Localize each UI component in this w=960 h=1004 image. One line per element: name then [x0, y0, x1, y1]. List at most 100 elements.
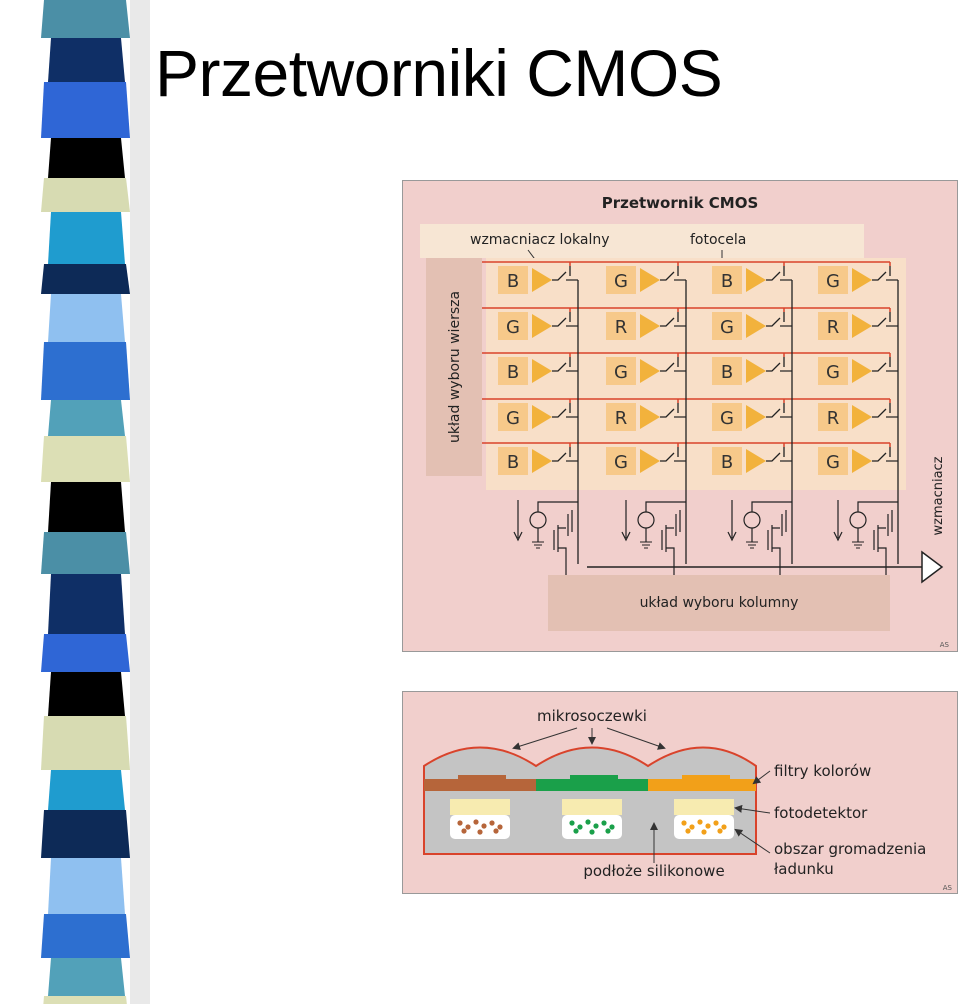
stripe-block [48, 770, 125, 810]
amplifier-triangle-icon [746, 359, 766, 383]
charge-particle [697, 819, 703, 825]
column-readout [513, 500, 898, 575]
source-wire [751, 501, 792, 512]
amplifier-triangle-icon [852, 268, 872, 292]
charge-particle [689, 824, 695, 830]
sensor-stack [423, 746, 757, 855]
color-pixel [606, 357, 636, 385]
photocell-label: fotocela [690, 232, 746, 248]
stripe-block [48, 482, 125, 532]
stripe-block [48, 672, 125, 716]
pixel-color-label: G [614, 271, 628, 292]
charge-particle [717, 828, 723, 834]
cross-section-credit: AS [943, 884, 953, 892]
switch-icon [872, 447, 891, 462]
switch-icon [660, 312, 679, 327]
stripe-block [48, 858, 125, 914]
color-pixel [498, 357, 528, 385]
pixel-color-label: G [720, 317, 734, 338]
charge-particle [577, 824, 583, 830]
pixel-color-label: B [507, 271, 519, 292]
charge-particle [477, 829, 483, 835]
amplifier-triangle-icon [532, 449, 552, 473]
charge-particle [593, 823, 599, 829]
row-select-block [426, 258, 482, 476]
charge-particle [585, 819, 591, 825]
microlenses-label: mikrosoczewki [537, 707, 647, 725]
stripe-block [48, 138, 125, 178]
amplifier-triangle-icon [640, 359, 660, 383]
stripe-block [41, 436, 130, 482]
color-filter-green [536, 779, 648, 791]
amplifier-triangle-icon [746, 314, 766, 338]
amplifier-triangle-icon [640, 314, 660, 338]
pixel-color-label: G [614, 362, 628, 383]
amplifier-label: wzmacniacz [931, 456, 946, 535]
charge-particle [589, 829, 595, 835]
ground-icon [532, 541, 544, 549]
amplifier-triangle-icon [746, 268, 766, 292]
charge-particle [685, 828, 691, 834]
amplifier-triangle-icon [532, 314, 552, 338]
stripe-block [48, 38, 125, 82]
charge-area-pointer [734, 828, 771, 854]
color-pixel [818, 312, 848, 340]
photodetector-3 [674, 799, 734, 815]
switch-icon [872, 312, 891, 327]
row-select-label: układ wyboru wiersza [447, 291, 463, 443]
photodetector-label: fotodetektor [774, 804, 868, 822]
stripe-block [48, 574, 125, 634]
color-filter-orange [648, 779, 756, 791]
sink-arrowhead [621, 531, 631, 542]
switch-icon [552, 403, 571, 418]
color-pixel [818, 447, 848, 475]
diagram-title: Przetwornik CMOS [602, 194, 759, 212]
decorative-stripe [0, 0, 150, 1004]
color-pixel [498, 312, 528, 340]
column-select-label: układ wyboru kolumny [640, 595, 799, 611]
stripe-block [41, 178, 130, 212]
transistor-icon [553, 525, 567, 567]
column-select-block [548, 575, 890, 631]
switch-icon [766, 447, 785, 462]
stripe-block [41, 342, 130, 400]
transistor-icon [887, 510, 893, 536]
pixel-color-label: G [826, 271, 840, 292]
switch-icon [552, 312, 571, 327]
charge-particle [705, 823, 711, 829]
stripe-block [41, 0, 130, 38]
stripe-block [41, 634, 130, 672]
pixel-color-label: B [721, 271, 733, 292]
switch-icon [872, 357, 891, 372]
pixel-color-label: G [826, 362, 840, 383]
charge-particle [481, 823, 487, 829]
pixel-color-label: G [720, 408, 734, 429]
page-title: Przetworniki CMOS [155, 36, 723, 110]
color-pixel [818, 357, 848, 385]
switch-icon [552, 266, 571, 281]
transistor-icon [567, 510, 573, 536]
color-pixel [712, 403, 742, 431]
switch-icon [660, 403, 679, 418]
sink-arrowhead [833, 531, 843, 542]
transistor-icon [781, 510, 787, 536]
switch-icon [660, 266, 679, 281]
source-wire [645, 501, 686, 512]
stripe-block [48, 958, 125, 996]
color-pixel [606, 266, 636, 294]
label-band [420, 224, 864, 258]
stripe-block [41, 914, 130, 958]
pixel-color-label: G [506, 317, 520, 338]
color-pixel [712, 357, 742, 385]
amplifier-triangle-icon [746, 405, 766, 429]
amplifier-triangle-icon [640, 268, 660, 292]
charge-particle [605, 828, 611, 834]
switch-icon [552, 357, 571, 372]
stripe-block [43, 996, 127, 1004]
color-pixel [498, 266, 528, 294]
charge-particle [465, 824, 471, 830]
photodetector-1 [450, 799, 510, 815]
charge-particle [457, 820, 463, 826]
sink-arrowhead [727, 531, 737, 542]
